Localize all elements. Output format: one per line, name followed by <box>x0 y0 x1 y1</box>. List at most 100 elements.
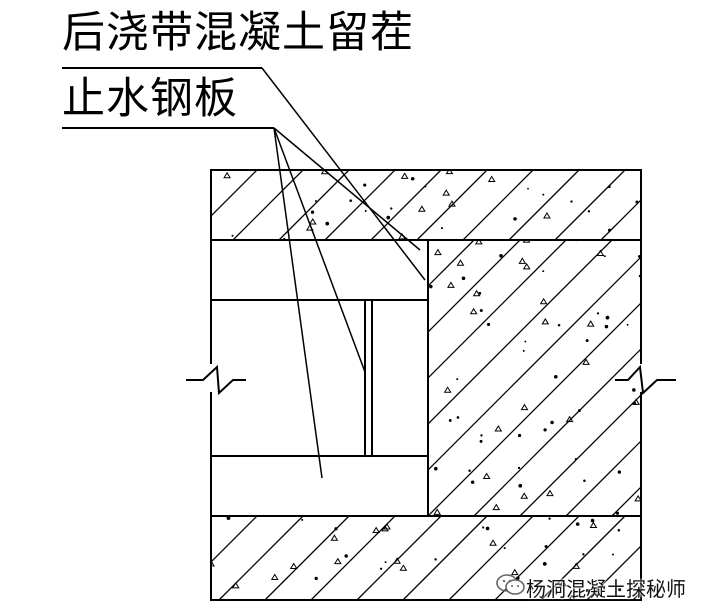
aggregate-mark <box>575 522 580 526</box>
aggregate-mark <box>410 176 415 181</box>
aggregate-mark <box>333 557 342 565</box>
aggregate-mark <box>434 248 442 256</box>
aggregate-mark <box>524 340 527 343</box>
aggregate-mark <box>574 457 578 461</box>
hatch-line <box>462 170 534 240</box>
aggregate-mark <box>226 516 231 520</box>
section-outline <box>186 169 676 601</box>
hatch-line <box>428 302 641 516</box>
aggregate-mark <box>445 170 454 175</box>
hatch-line <box>416 170 488 240</box>
hatch-line <box>402 516 488 600</box>
watermark-text: 杨洞混凝土探秘师 <box>526 577 686 601</box>
aggregate-mark <box>434 558 437 561</box>
aggregate-mark <box>494 425 503 432</box>
hatch-line <box>370 170 442 240</box>
aggregate-mark <box>612 553 614 556</box>
aggregate-mark <box>433 508 442 515</box>
aggregate-mark <box>499 253 503 258</box>
aggregate-mark <box>429 284 433 289</box>
hatch-line <box>704 240 708 516</box>
hatch-line <box>428 240 429 241</box>
aggregate-mark <box>516 576 520 580</box>
aggregate-mark <box>520 492 529 499</box>
label-waterstop: 止水钢板 <box>62 74 238 124</box>
aggregate-mark <box>482 526 485 529</box>
aggregate-mark <box>456 416 460 419</box>
hatch-line <box>428 240 475 287</box>
aggregate-mark <box>582 358 590 365</box>
aggregate-mark <box>605 315 610 320</box>
aggregate-mark <box>379 567 383 570</box>
aggregate-mark <box>489 539 497 546</box>
aggregate-mark <box>487 175 496 183</box>
aggregate-mark <box>542 270 545 273</box>
aggregate-mark <box>544 545 548 548</box>
aggregate-mark <box>330 534 339 541</box>
aggregate-mark <box>223 171 231 179</box>
top-slab <box>210 169 642 241</box>
aggregate-mark <box>632 388 636 392</box>
aggregate-mark <box>603 255 606 258</box>
aggregate-mark <box>596 249 605 256</box>
aggregate-mark <box>456 259 465 266</box>
aggregate-mark <box>585 589 590 593</box>
aggregate-mark <box>543 212 551 219</box>
aggregate-mark <box>522 349 525 352</box>
aggregate-mark <box>349 199 353 203</box>
aggregate-mark <box>363 183 367 187</box>
aggregate-mark <box>314 200 317 203</box>
aggregate-mark <box>522 240 531 243</box>
hatch-line <box>600 199 641 240</box>
aggregate-mark <box>485 526 490 531</box>
bottom-slab <box>210 515 642 601</box>
hatch-line <box>565 440 641 516</box>
aggregate-mark <box>434 466 438 471</box>
aggregate-mark <box>386 215 391 220</box>
aggregate-mark <box>270 573 279 580</box>
aggregate-mark <box>570 200 573 203</box>
aggregate-mark <box>478 291 482 295</box>
aggregate-mark <box>456 378 459 381</box>
aggregate-mark <box>461 276 466 281</box>
aggregate-mark <box>383 522 391 530</box>
aggregate-mark <box>442 189 451 196</box>
hatch-line <box>473 348 641 516</box>
aggregate-mark <box>615 511 620 515</box>
aggregate-mark <box>308 218 317 225</box>
aggregate-mark <box>582 553 585 556</box>
aggregate-mark <box>492 503 501 511</box>
aggregate-mark <box>364 210 367 212</box>
aggregate-mark <box>583 479 586 483</box>
hatch-line <box>693 170 708 240</box>
aggregate-mark <box>542 193 545 196</box>
aggregate-mark <box>608 228 612 232</box>
break-symbol-right <box>615 364 676 396</box>
hatch-line <box>508 170 580 240</box>
aggregate-mark <box>479 309 483 313</box>
aggregate-mark <box>590 518 595 523</box>
aggregate-mark <box>344 554 348 558</box>
aggregate-mark <box>480 434 483 437</box>
aggregate-mark <box>503 547 506 550</box>
aggregate-mark <box>468 469 471 472</box>
aggregate-mark <box>448 419 452 422</box>
aggregate-mark <box>607 185 611 189</box>
aggregate-mark <box>398 232 406 240</box>
aggregate-mark <box>474 240 483 245</box>
aggregate-mark <box>384 561 387 564</box>
hatch-line <box>428 240 613 425</box>
aggregate-mark <box>510 568 519 576</box>
aggregate-mark <box>553 374 558 379</box>
hatch-line <box>310 516 396 600</box>
hatch-line <box>428 256 641 471</box>
aggregate-mark <box>543 428 547 432</box>
aggregate-mark <box>604 324 609 329</box>
aggregate-mark <box>587 210 591 213</box>
aggregate-mark <box>617 587 622 592</box>
leader-line-waterstop-3 <box>273 127 421 251</box>
aggregate-mark <box>448 200 456 207</box>
aggregate-mark <box>578 409 581 412</box>
aggregate-mark <box>585 339 589 343</box>
aggregate-mark <box>400 172 409 179</box>
